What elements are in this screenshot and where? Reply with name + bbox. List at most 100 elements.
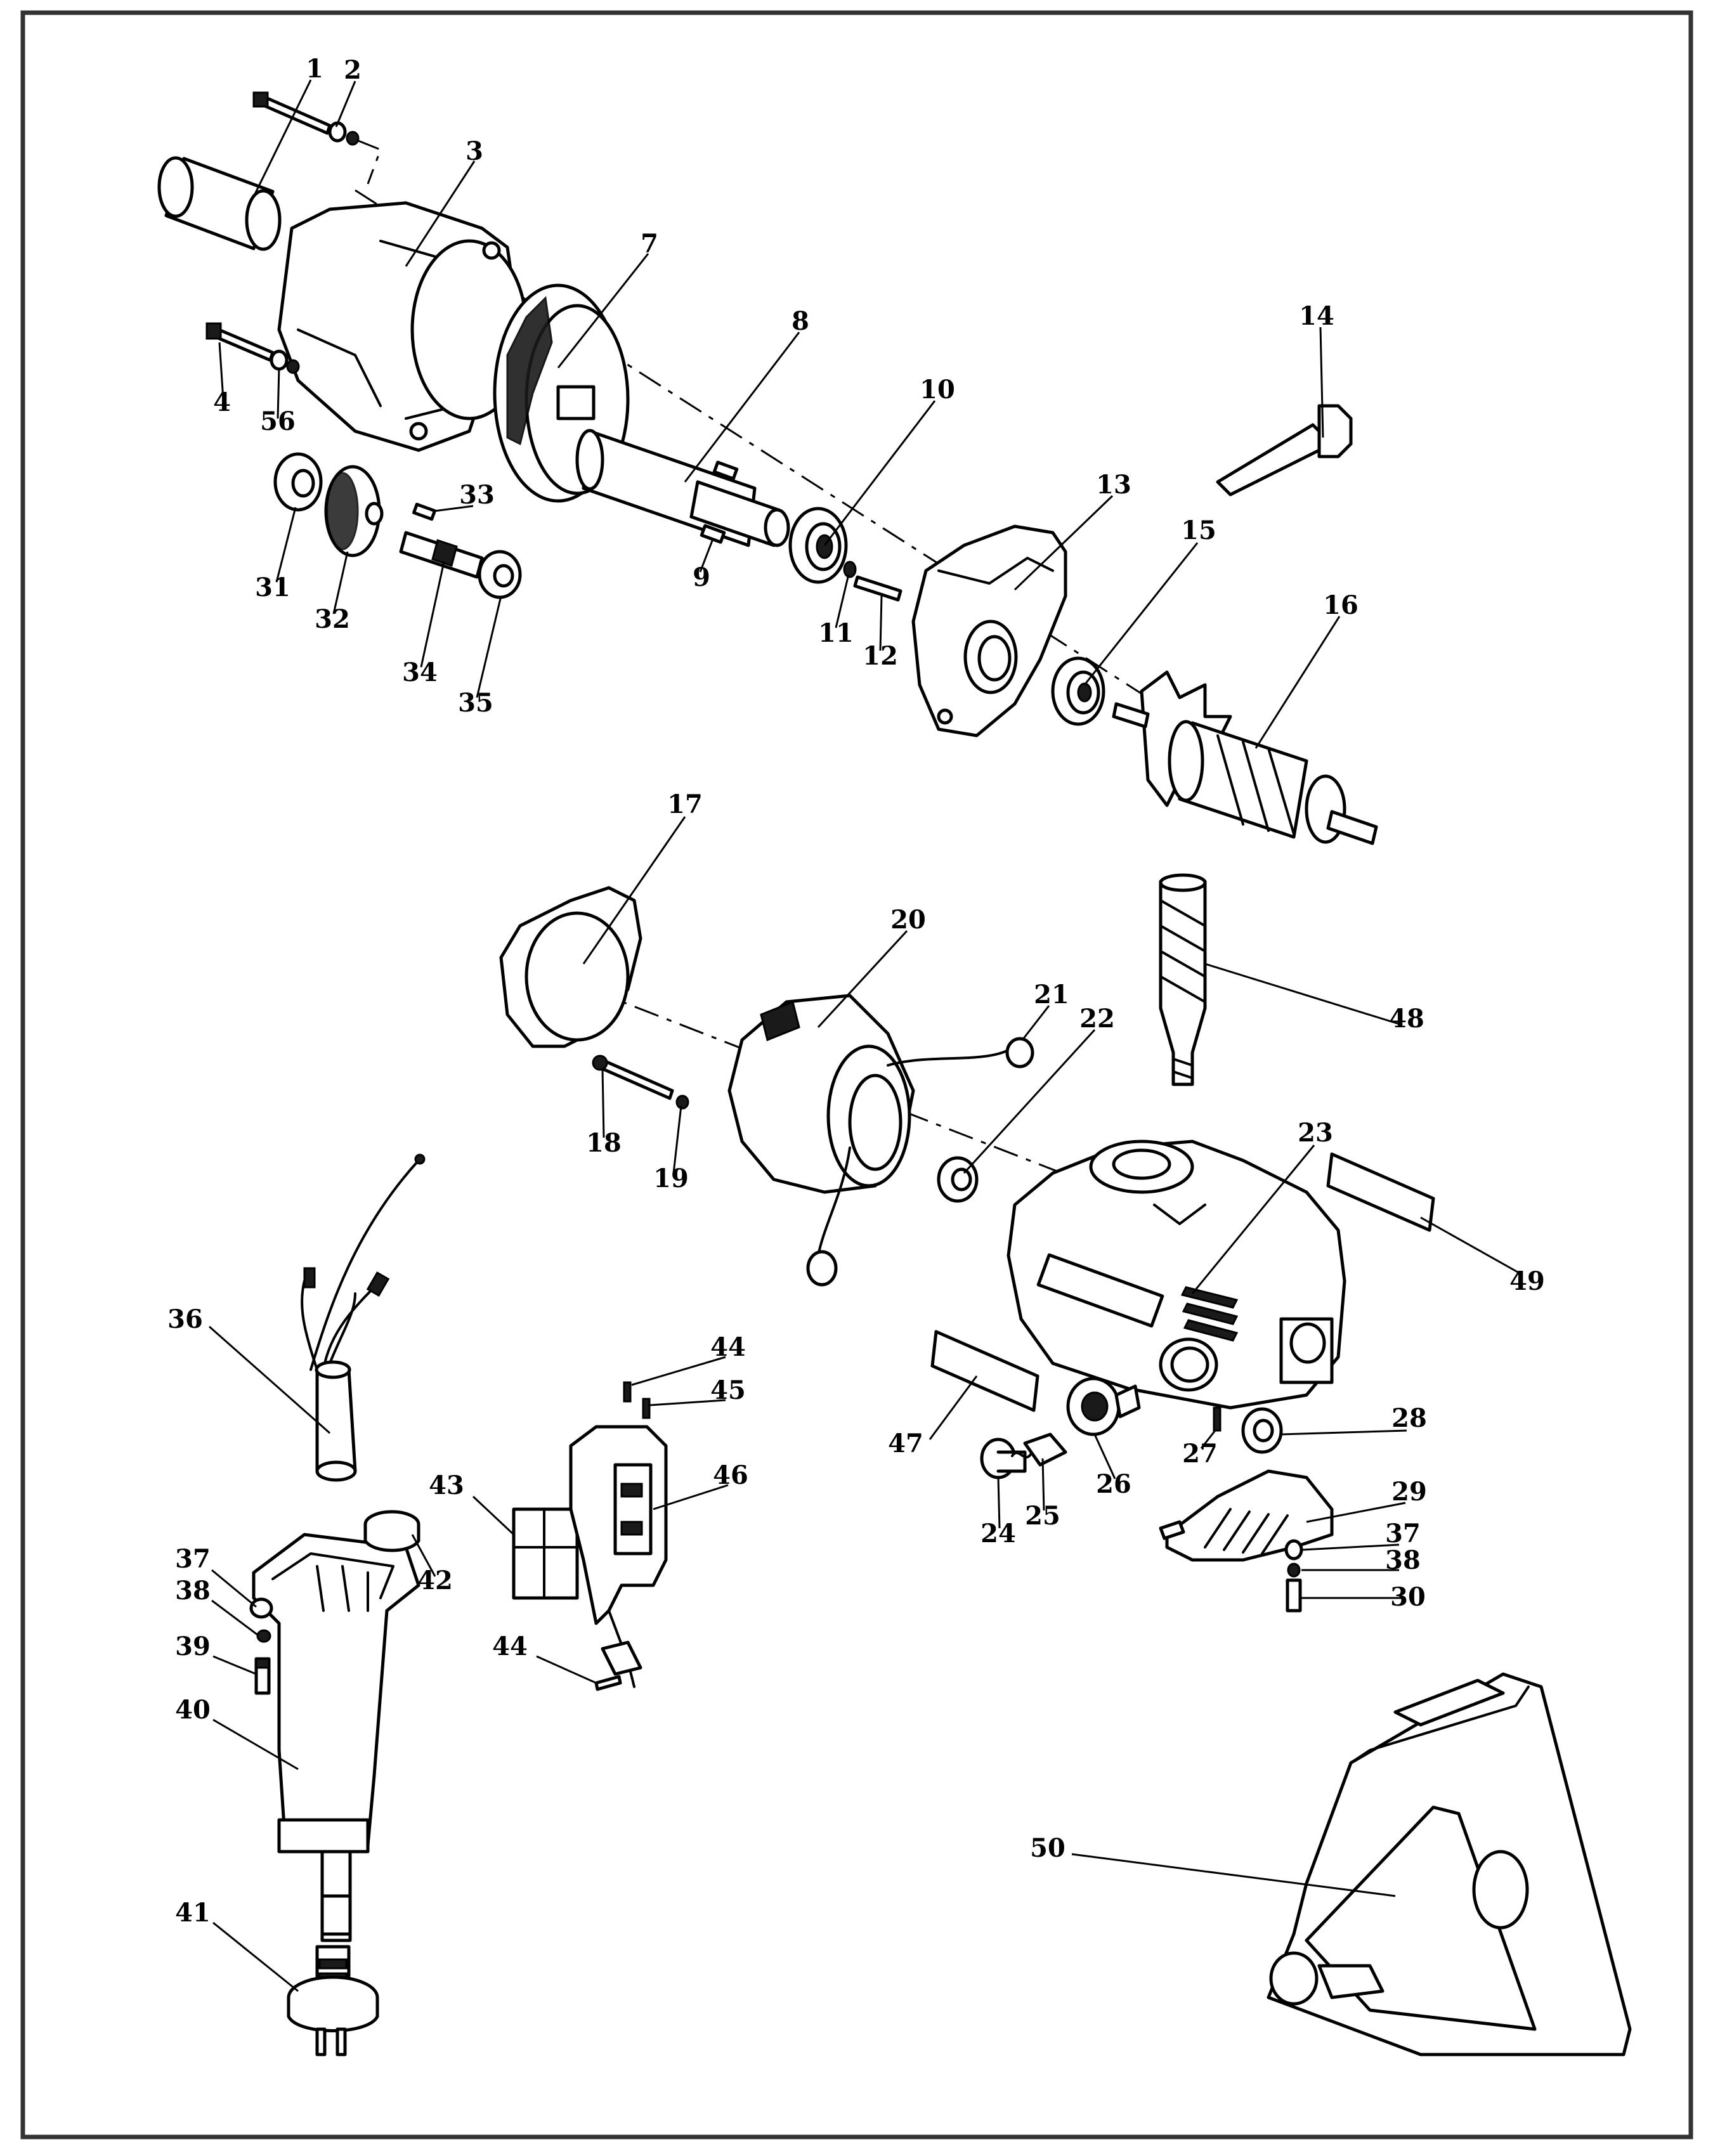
diagram-frame — [20, 10, 1693, 2140]
leader-21 — [1021, 1005, 1050, 1041]
leader-9 — [699, 538, 714, 573]
part-42-bushing-ring — [363, 1510, 420, 1552]
part-34-intermediate-shaft — [399, 531, 484, 579]
part-4-bolt — [205, 322, 275, 362]
part-30-screw-right — [1286, 1578, 1302, 1613]
part-20-stator — [727, 994, 1016, 1287]
part-19-spring-washer — [675, 1094, 689, 1110]
leader-15 — [1083, 542, 1199, 685]
part-13-bearing-plate — [911, 524, 1067, 737]
part-21-terminal — [1005, 1037, 1034, 1068]
callout-45: 45 — [710, 1375, 746, 1405]
part-12-pin — [853, 575, 902, 602]
leader-44-top — [631, 1356, 726, 1386]
part-56-washers — [270, 349, 300, 374]
part-43-filter-block — [512, 1507, 579, 1600]
callout-12: 12 — [863, 641, 898, 671]
part-37-washer-right — [1284, 1539, 1303, 1561]
callout-38: 38 — [175, 1576, 211, 1606]
leader-39 — [212, 1655, 257, 1675]
leader-14 — [1319, 327, 1324, 438]
part-15-bearing — [1051, 656, 1105, 726]
part-23-motor-housing — [1007, 1140, 1346, 1410]
callout-37: 37 — [175, 1544, 211, 1574]
callout-10: 10 — [920, 375, 955, 405]
part-39-screw-left — [254, 1657, 271, 1695]
leader-33 — [433, 505, 474, 512]
callout-48: 48 — [1389, 1004, 1424, 1034]
leader-56 — [277, 367, 280, 419]
part-36-cord-guard — [301, 1153, 426, 1482]
part-3-gear-housing — [277, 201, 528, 452]
side-handle-tube — [157, 156, 282, 251]
part-49-label — [1326, 1152, 1435, 1232]
callout-31: 31 — [255, 573, 290, 602]
callout-20: 20 — [890, 905, 926, 935]
leader-26 — [1093, 1434, 1116, 1479]
leader-47 — [928, 1375, 978, 1440]
part-38-lockwasher-right — [1287, 1562, 1301, 1578]
bolt-axis-line — [355, 138, 382, 185]
part-2-washers — [328, 121, 360, 146]
callout-19: 19 — [653, 1164, 689, 1193]
callout-38b: 38 — [1385, 1545, 1421, 1575]
leader-24 — [997, 1477, 1001, 1529]
part-11-pin — [843, 561, 857, 578]
callout-36: 36 — [167, 1304, 203, 1334]
callout-13: 13 — [1096, 470, 1131, 500]
callout-14: 14 — [1299, 301, 1334, 331]
callout-43: 43 — [429, 1471, 464, 1500]
callout-34: 34 — [402, 658, 438, 687]
leader-27 — [1200, 1430, 1216, 1449]
callout-16: 16 — [1323, 590, 1358, 620]
leader-42 — [411, 1534, 436, 1577]
callout-24: 24 — [981, 1519, 1016, 1549]
callout-32: 32 — [315, 604, 350, 634]
callout-21: 21 — [1034, 980, 1069, 1010]
callout-33: 33 — [459, 480, 495, 510]
leader-40 — [212, 1718, 299, 1770]
part-10-bearing — [788, 507, 848, 584]
leader-44-bottom — [536, 1655, 597, 1684]
callout-9: 9 — [693, 562, 710, 592]
leader-18 — [601, 1068, 605, 1138]
leader-34 — [420, 561, 445, 668]
leader-12 — [879, 595, 883, 651]
callout-49: 49 — [1509, 1266, 1545, 1296]
leader-16 — [1254, 616, 1341, 749]
leader-11 — [835, 574, 850, 628]
callout-44b: 44 — [492, 1632, 528, 1661]
callout-22: 22 — [1079, 1004, 1115, 1034]
callout-46: 46 — [713, 1460, 748, 1490]
part-32-pinion-gear — [324, 465, 384, 557]
leader-29 — [1306, 1502, 1406, 1523]
part-41-plug-strain-relief — [287, 1945, 379, 2056]
leader-50 — [1071, 1853, 1396, 1897]
leader-3 — [405, 160, 476, 267]
part-24-brush-cap — [980, 1438, 1027, 1479]
leader-36 — [209, 1325, 330, 1434]
leader-37-right — [1302, 1543, 1400, 1551]
leader-22 — [963, 1029, 1096, 1174]
callout-11: 11 — [818, 618, 854, 648]
callout-2: 2 — [344, 55, 362, 85]
callout-4: 4 — [213, 387, 231, 417]
callout-47: 47 — [888, 1429, 923, 1458]
callout-56: 56 — [260, 406, 296, 436]
callout-40: 40 — [175, 1695, 211, 1725]
leader-41 — [212, 1921, 299, 1992]
part-29-brush-cover — [1159, 1469, 1334, 1562]
part-37-washer-left — [249, 1597, 273, 1619]
leader-2 — [335, 81, 356, 127]
leader-7 — [557, 253, 649, 368]
leader-37-left — [211, 1569, 257, 1608]
callout-30: 30 — [1390, 1582, 1426, 1612]
part-50-carrying-case — [1267, 1672, 1632, 2056]
part-14-chisel — [1216, 404, 1353, 497]
part-38-lockwasher-left — [256, 1629, 271, 1643]
leader-17 — [582, 816, 686, 964]
part-48-drill-bit — [1159, 873, 1207, 1086]
